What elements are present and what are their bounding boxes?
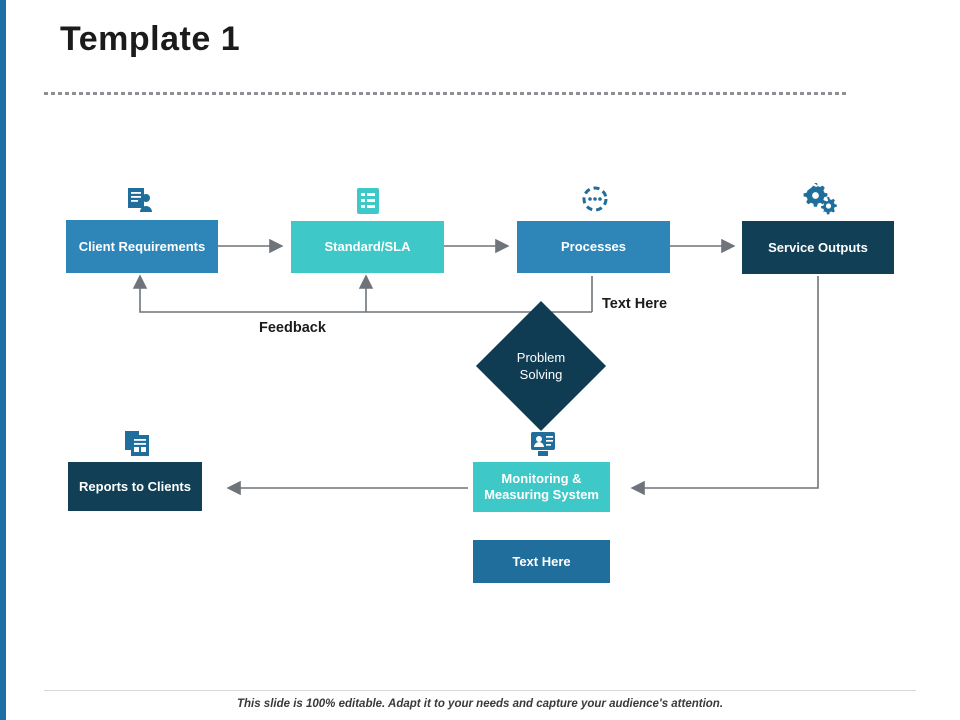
label-text-here: Text Here — [602, 296, 668, 312]
footer-divider — [44, 690, 916, 691]
monitor-person-icon — [529, 430, 557, 463]
node-problem-solving-label-wrap: Problem Solving — [495, 340, 587, 392]
node-service-outputs[interactable]: Service Outputs — [742, 221, 894, 274]
node-reports-to-clients-label: Reports to Clients — [79, 478, 191, 494]
node-processes-label: Processes — [560, 239, 627, 254]
node-service-outputs-label: Service Outputs — [768, 239, 868, 255]
clipboard-list-icon — [355, 186, 381, 221]
left-accent-bar-inner — [6, 0, 16, 720]
node-client-requirements-label: Client Requirements — [78, 238, 206, 254]
user-document-icon — [126, 186, 156, 221]
node-reports-to-clients[interactable]: Reports to Clients — [68, 462, 202, 511]
page-title: Template 1 — [60, 20, 241, 58]
node-text-here-box-label: Text Here — [512, 553, 571, 569]
report-file-icon — [124, 428, 152, 463]
node-standard-sla[interactable]: Standard/SLA — [291, 221, 444, 273]
gear-dots-icon — [578, 183, 612, 220]
node-standard-sla-label: Standard/SLA — [324, 239, 411, 254]
cogs-icon — [803, 182, 839, 221]
node-monitoring-measuring-system-label: Monitoring & Measuring System — [484, 471, 599, 502]
footer-note: This slide is 100% editable. Adapt it to… — [236, 698, 724, 710]
label-feedback: Feedback — [259, 320, 326, 336]
node-processes[interactable]: Processes — [517, 221, 670, 273]
node-monitoring-measuring-system[interactable]: Monitoring & Measuring System — [473, 462, 610, 512]
node-client-requirements[interactable]: Client Requirements — [66, 220, 218, 273]
node-problem-solving-label: Problem Solving — [516, 350, 566, 382]
node-text-here-box[interactable]: Text Here — [473, 540, 610, 583]
title-divider — [44, 92, 849, 95]
